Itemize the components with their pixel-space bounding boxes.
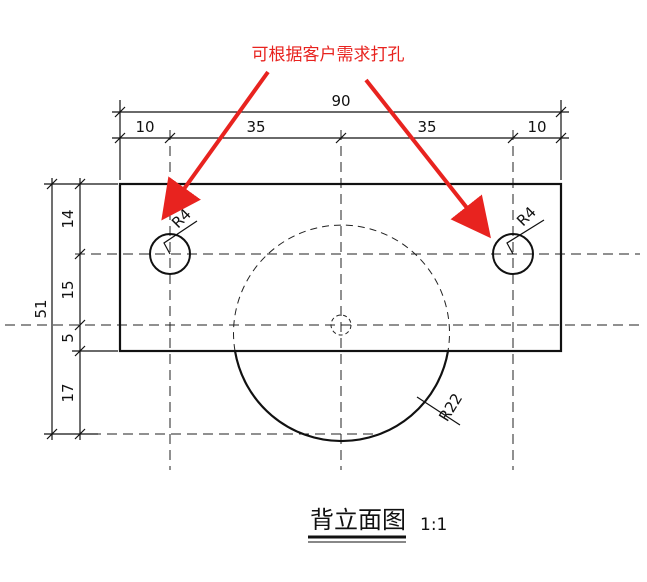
custom-holes-note: 可根据客户需求打孔 — [252, 45, 405, 65]
dim-segment-3: 35 — [417, 118, 436, 136]
left-dimensions — [44, 178, 118, 440]
radius-right-hole: R4 — [513, 203, 540, 230]
radius-left-hole: R4 — [168, 205, 195, 232]
dim-vsegment-4: 17 — [59, 383, 77, 402]
hidden-circle-upper — [233, 224, 450, 352]
drawing-scale: 1:1 — [420, 515, 447, 535]
dim-vsegment-1: 14 — [59, 209, 77, 228]
right-hole — [492, 233, 534, 275]
dim-segment-2: 35 — [246, 118, 265, 136]
center-lines — [5, 130, 640, 470]
arc-r22-solid — [233, 350, 450, 443]
dim-segment-1: 10 — [135, 118, 154, 136]
drawing-title: 背立面图 — [310, 506, 406, 534]
dim-total-height: 51 — [32, 299, 50, 318]
red-arrow-right — [364, 78, 491, 239]
dim-segment-4: 10 — [527, 118, 546, 136]
center-mark-circle — [330, 314, 352, 336]
dim-total-width: 90 — [331, 92, 350, 110]
radius-arc: R22 — [435, 390, 466, 425]
plate-outline — [118, 182, 563, 353]
radius-leaders — [163, 219, 545, 426]
dim-vsegment-3: 5 — [59, 333, 77, 343]
red-arrow-left — [161, 70, 270, 221]
left-hole — [149, 233, 191, 275]
top-dimensions — [112, 100, 569, 180]
dim-vsegment-2: 15 — [59, 280, 77, 299]
